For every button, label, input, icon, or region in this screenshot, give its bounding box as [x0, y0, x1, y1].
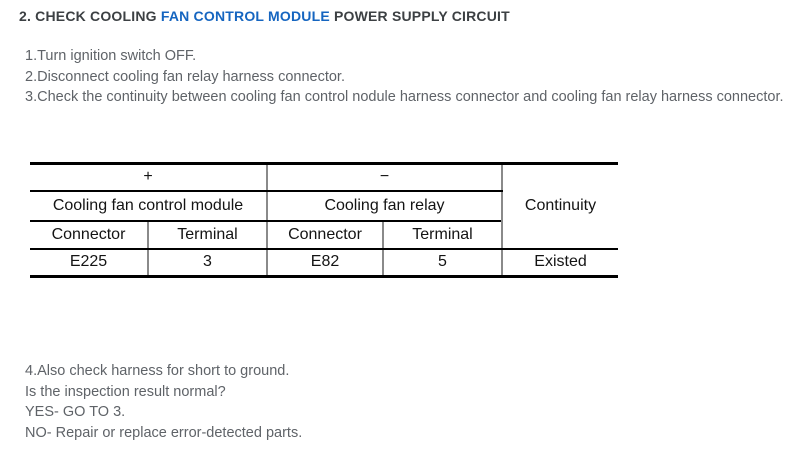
minus-header-cell: − [266, 163, 502, 192]
relay-terminal-header-cell: Terminal [382, 220, 502, 250]
procedure-steps-bottom: 4.Also check harness for short to ground… [25, 361, 302, 443]
step-4: 4.Also check harness for short to ground… [25, 363, 290, 379]
step-2: 2.Disconnect cooling fan relay harness c… [25, 68, 345, 85]
component-row: Cooling fan control module Cooling fan r… [30, 190, 618, 222]
page-title: 2. CHECK COOLING FAN CONTROL MODULE POWE… [19, 8, 510, 24]
step-3: 3.Check the continuity between cooling f… [25, 89, 784, 105]
continuity-value-cell: Existed [501, 248, 618, 278]
module-connector-header-cell: Connector [30, 220, 148, 250]
inspection-question: Is the inspection result normal? [25, 383, 226, 400]
module-connector-value-cell: E225 [30, 248, 148, 278]
relay-connector-header-cell: Connector [266, 220, 383, 250]
module-terminal-header-cell: Terminal [147, 220, 267, 250]
continuity-header-cell: Continuity [501, 163, 618, 250]
relay-group-cell: Cooling fan relay [266, 190, 502, 222]
module-group-cell: Cooling fan control module [30, 190, 267, 222]
value-row: E225 3 E82 5 Existed [30, 248, 618, 278]
title-suffix: POWER SUPPLY CIRCUIT [329, 8, 510, 24]
relay-connector-value-cell: E82 [266, 248, 383, 278]
continuity-table: + − Continuity Cooling fan control modul… [30, 162, 618, 278]
column-header-row: Connector Terminal Connector Terminal [30, 220, 618, 250]
polarity-row: + − Continuity [30, 163, 618, 250]
no-result: NO- Repair or replace error-detected par… [25, 424, 303, 441]
step-1: 1.Turn ignition switch OFF. [25, 48, 197, 64]
plus-header-cell: + [30, 163, 267, 192]
yes-result: YES- GO TO 3. [25, 404, 126, 420]
procedure-steps-top: 1.Turn ignition switch OFF. 2.Disconnect… [25, 46, 784, 108]
title-prefix: 2. CHECK COOLING [19, 8, 161, 24]
module-terminal-value-cell: 3 [147, 248, 267, 278]
title-highlight: FAN CONTROL MODULE [160, 8, 330, 24]
relay-terminal-value-cell: 5 [382, 248, 502, 278]
